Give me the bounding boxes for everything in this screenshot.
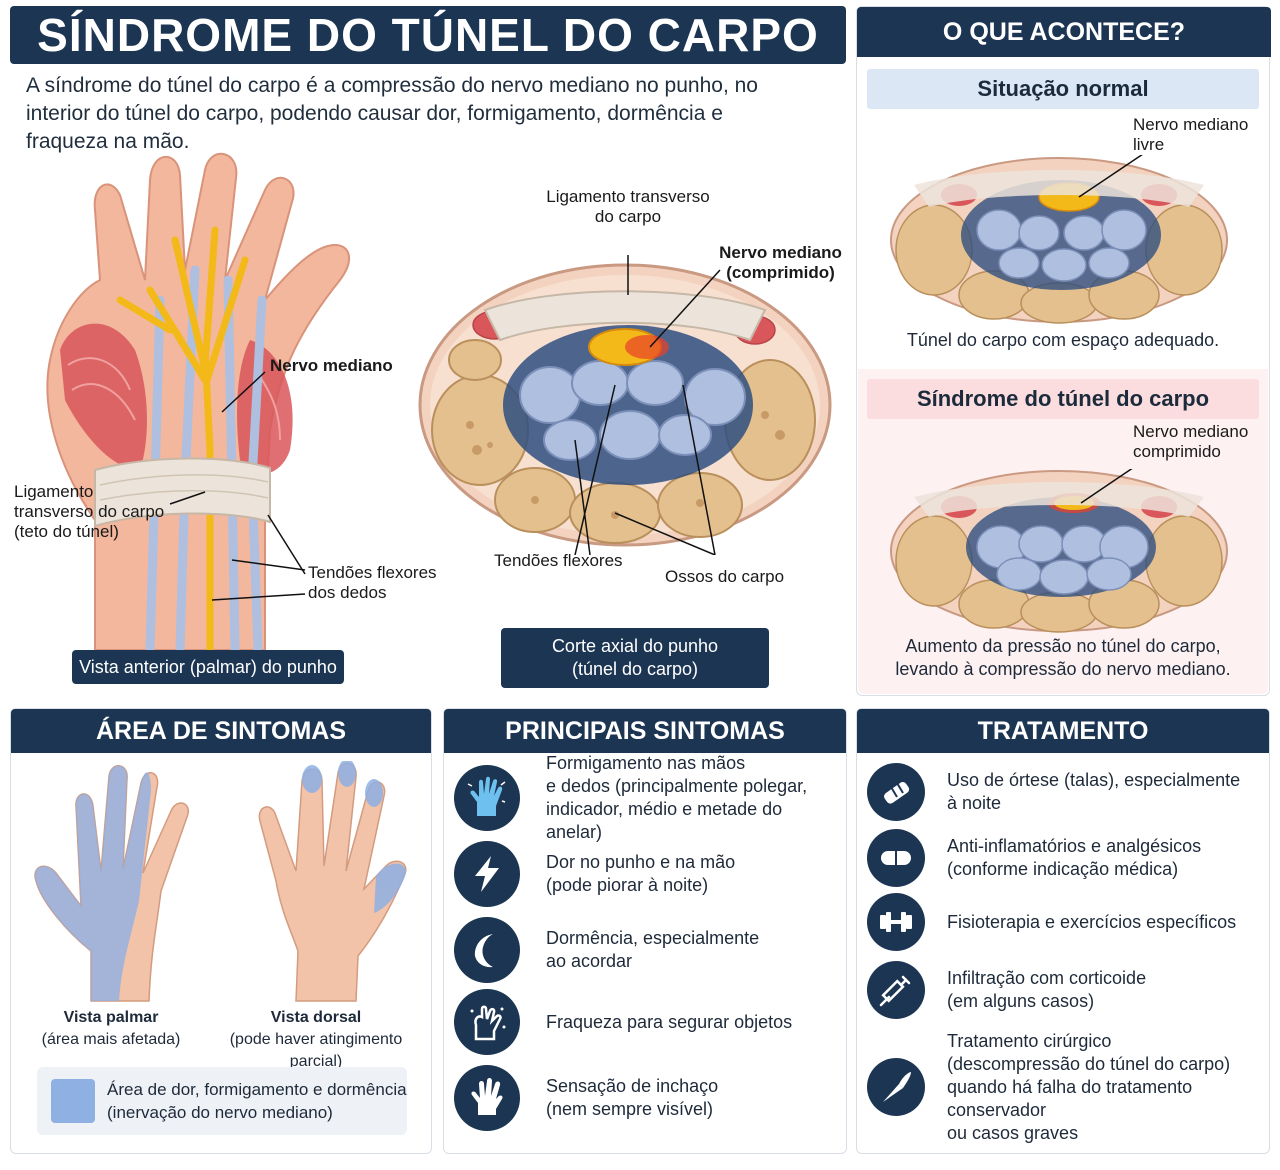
compressed-nerve-label: Nervo mediano comprimido [1133, 422, 1273, 462]
what-happens-header: O QUE ACONTECE? [857, 7, 1271, 57]
normal-nerve-label: Nervo mediano livre [1133, 115, 1273, 155]
palmar-wrist-illustration [46, 152, 350, 655]
compressed-nerve-label-line1: Nervo mediano [1133, 422, 1249, 441]
main-symptoms-panel: PRINCIPAIS SINTOMAS Formigamento nas mão… [443, 708, 847, 1154]
tingling-hand-icon [454, 765, 520, 831]
treatment-item: Fisioterapia e exercícios específicos [867, 893, 1261, 951]
normal-nerve-label-line1: Nervo mediano [1133, 115, 1249, 134]
axial-caption-line2: (túnel do carpo) [571, 659, 699, 679]
axial-bones-label: Ossos do carpo [665, 567, 785, 586]
compressed-nerve-label-line2: comprimido [1133, 442, 1221, 461]
symptom-text: Sensação de inchaço (nem sempre visível) [546, 1076, 719, 1119]
weak-grip-hand-icon [454, 989, 520, 1055]
treatment-text: Infiltração com corticoide (em alguns ca… [947, 968, 1147, 1011]
main-title-bar: SÍNDROME DO TÚNEL DO CARPO [10, 6, 846, 64]
treatment-item: Anti-inflamatórios e analgésicos (confor… [867, 829, 1261, 887]
symptom-text: Fraqueza para segurar objetos [546, 1011, 793, 1032]
legend-swatch [51, 1079, 95, 1123]
main-symptoms-header: PRINCIPAIS SINTOMAS [444, 709, 846, 753]
symptom-text: Formigamento nas mãos e dedos (principal… [546, 753, 808, 842]
normal-situation-header: Situação normal [867, 69, 1259, 109]
hand-view-caption-text: Vista anterior (palmar) do punho [79, 656, 337, 677]
symptom-legend: Área de dor, formigamento e dormência (i… [37, 1067, 407, 1135]
intro-text: A síndrome do túnel do carpo é a compres… [26, 74, 758, 153]
symptom-area-header: ÁREA DE SINTOMAS [11, 709, 431, 753]
palmar-caption: Vista palmar (área mais afetada) [31, 1007, 191, 1051]
syndrome-caption: Aumento da pressão no túnel do carpo, le… [867, 635, 1259, 681]
hand-ligament-label: Ligamento transverso do carpo (teto do t… [14, 482, 165, 541]
axial-view-caption: Corte axial do punho (túnel do carpo) [501, 628, 769, 688]
what-happens-panel: O QUE ACONTECE? Situação normal Nervo me… [856, 6, 1273, 696]
hand-tendons-label: Tendões flexores dos dedos [308, 563, 437, 602]
symptom-item: Fraqueza para segurar objetos [454, 989, 838, 1055]
palmar-title: Vista palmar [63, 1009, 159, 1026]
axial-tendons-label: Tendões flexores [494, 551, 623, 570]
symptom-text: Dor no punho e na mão (pode piorar à noi… [546, 852, 736, 895]
dorsal-title: Vista dorsal [270, 1009, 362, 1026]
symptom-item: Formigamento nas mãos e dedos (principal… [454, 753, 838, 842]
axial-ligament-label: Ligamento transverso do carpo [546, 187, 710, 226]
legend-text: Área de dor, formigamento e dormência (i… [107, 1080, 407, 1122]
dorsal-caption: Vista dorsal (pode haver atingimento par… [206, 1007, 426, 1073]
page-title: SÍNDROME DO TÚNEL DO CARPO [37, 9, 819, 61]
swollen-hand-icon [454, 1065, 520, 1131]
crescent-moon-icon [454, 917, 520, 983]
symptom-item: Dor no punho e na mão (pode piorar à noi… [454, 841, 838, 907]
syringe-icon [867, 961, 925, 1019]
palmar-subtitle: (área mais afetada) [41, 1031, 181, 1048]
symptom-text: Dormência, especialmente ao acordar [546, 928, 760, 971]
scalpel-icon [867, 1058, 925, 1116]
normal-tunnel-illustration [890, 155, 1228, 324]
treatment-item: Infiltração com corticoide (em alguns ca… [867, 961, 1261, 1019]
wrist-splint-icon [867, 763, 925, 821]
treatment-header: TRATAMENTO [857, 709, 1269, 753]
pill-icon [867, 829, 925, 887]
normal-nerve-label-line2: livre [1133, 135, 1165, 154]
axial-caption-line1: Corte axial do punho [551, 636, 719, 656]
symptom-item: Dormência, especialmente ao acordar [454, 917, 838, 983]
symptom-area-panel: ÁREA DE SINTOMAS Vista palmar (área mais… [10, 708, 432, 1154]
normal-caption: Túnel do carpo com espaço adequado. [906, 330, 1220, 350]
treatment-text: Fisioterapia e exercícios específicos [947, 911, 1237, 932]
axial-nerve-label: Nervo mediano (comprimido) [719, 243, 842, 282]
treatment-panel: TRATAMENTO Uso de órtese (talas), especi… [856, 708, 1270, 1154]
dorsal-subtitle: (pode haver atingimento parcial) [229, 1031, 403, 1070]
treatment-text: Anti-inflamatórios e analgésicos (confor… [947, 836, 1202, 879]
dumbbell-icon [867, 893, 925, 951]
treatment-item: Uso de órtese (talas), especialmente à n… [867, 763, 1261, 821]
hand-view-caption: Vista anterior (palmar) do punho [72, 650, 344, 684]
syndrome-caption-line2: levando à compressão do nervo mediano. [895, 659, 1231, 679]
axial-section-illustration [418, 255, 832, 555]
treatment-text: Uso de órtese (talas), especialmente à n… [947, 770, 1241, 813]
syndrome-header: Síndrome do túnel do carpo [867, 379, 1259, 419]
symptom-item: Sensação de inchaço (nem sempre visível) [454, 1065, 838, 1131]
syndrome-caption-line1: Aumento da pressão no túnel do carpo, [905, 636, 1221, 656]
compressed-tunnel-illustration [890, 469, 1228, 633]
treatment-item: Tratamento cirúrgico (descompressão do t… [867, 1031, 1261, 1143]
palmar-hand-illustration [34, 765, 190, 1002]
treatment-text: Tratamento cirúrgico (descompressão do t… [947, 1030, 1231, 1143]
hand-nerve-label: Nervo mediano [270, 356, 393, 375]
dorsal-hand-illustration [258, 761, 407, 1002]
lightning-bolt-icon [454, 841, 520, 907]
